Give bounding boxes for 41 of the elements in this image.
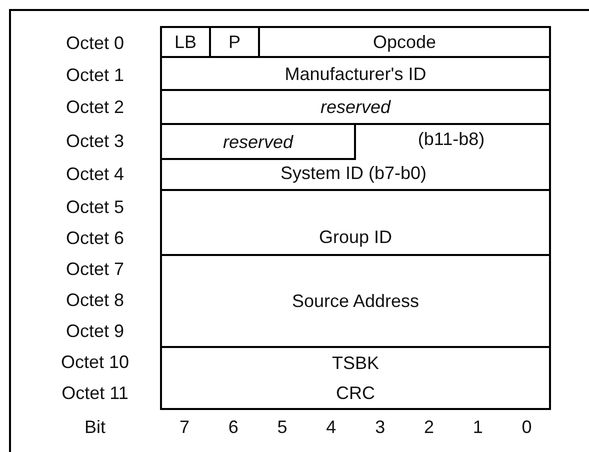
octet-label: Octet 0 [66,34,124,52]
field-name: Opcode [372,33,436,51]
field-name: reserved [222,132,294,150]
field-name: LB [174,33,197,51]
field-name: reserved [320,98,391,116]
field-cell [160,189,551,256]
bit-number: 1 [472,418,483,436]
octet-label: Octet 8 [66,291,124,309]
octet-label: Octet 11 [62,384,128,402]
field-cell [258,26,551,58]
octet-label: Octet 2 [66,98,124,116]
field-name: TSBK [332,354,379,372]
bit-number: 7 [180,418,190,436]
field-name: System ID (b7-b0) [280,164,427,182]
bit-number: 6 [228,418,238,436]
field-name: Source Address [292,292,420,310]
field-name: Group ID [318,228,392,246]
bit-number: 4 [326,418,336,436]
field-cell [160,56,551,91]
field-name: Manufacturer's ID [284,64,426,82]
bit-number: 5 [277,418,288,436]
field-cell [160,254,551,348]
octet-label: Octet 3 [66,132,124,150]
l-shaped-field [160,123,551,191]
octet-label: Octet 4 [66,165,124,183]
field-cell [160,26,211,58]
octet-label: Octet 5 [66,198,124,216]
field-name: CRC [336,384,375,402]
bit-axis-label: Bit [84,418,106,436]
bit-number: 3 [375,418,386,436]
octet-label: Octet 1 [66,66,124,84]
octet-label: Octet 7 [66,260,124,278]
field-name: (b11-b8) [418,130,485,148]
octet-label: Octet 10 [60,353,130,371]
bit-number: 2 [424,418,434,436]
octet-label: Octet 9 [66,322,124,340]
field-cell [160,89,551,125]
bit-number: 0 [522,418,532,436]
field-name: P [228,33,240,51]
octet-label: Octet 6 [66,229,124,247]
field-cell [160,346,551,410]
